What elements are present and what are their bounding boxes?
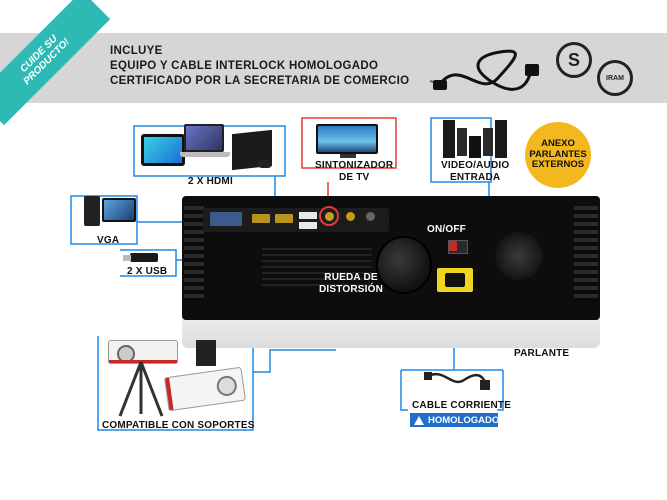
usb-label: 2 X USB: [127, 266, 168, 277]
top-banner: [0, 33, 667, 103]
audio-port[interactable]: [366, 212, 375, 221]
tuner-label: SINTONIZADOR DE TV: [315, 160, 393, 184]
left-vent: [184, 206, 204, 302]
power-cable-label: CABLE CORRIENTE: [412, 400, 512, 411]
label-plate: [262, 248, 372, 290]
right-vent: [574, 206, 598, 302]
hdmi-port-2[interactable]: [275, 214, 293, 223]
seal-iram-text: IRAM: [606, 74, 624, 82]
bubble-line-3: EXTERNOS: [531, 159, 585, 171]
av-input-label: VIDEO/AUDIO ENTRADA: [441, 160, 509, 184]
speaker-grille: [495, 232, 543, 280]
tablet-icon: [141, 134, 185, 166]
distortion-label-1: RUEDA DE: [324, 272, 378, 283]
speaker-label: PARLANTE: [514, 348, 570, 359]
distortion-wheel[interactable]: [376, 236, 432, 294]
av-label-1: VIDEO/AUDIO: [441, 160, 510, 171]
subwoofer-icon: [469, 136, 481, 158]
seal-s-text: S: [567, 49, 580, 70]
power-socket[interactable]: [437, 268, 473, 292]
s-seal-icon: S: [556, 42, 592, 78]
power-switch[interactable]: [448, 240, 468, 254]
includes-text: INCLUYE EQUIPO Y CABLE INTERLOCK HOMOLOG…: [110, 44, 409, 89]
usb-connector: [123, 255, 131, 261]
laptop-icon: [184, 124, 224, 152]
monitor-icon: [102, 198, 136, 222]
mounts-label: COMPATIBLE CON SOPORTES: [102, 420, 255, 431]
vga-label: VGA: [97, 235, 120, 246]
bubble-line-1: ANEXO: [541, 138, 575, 150]
hdmi-port-1[interactable]: [252, 214, 270, 223]
tuner-label-1: SINTONIZADOR: [315, 160, 394, 171]
ceiling-mount-icon: [196, 340, 216, 366]
tripod-icon: [118, 361, 164, 417]
gamepad-icon: [258, 160, 272, 168]
speaker-tower-right-icon: [495, 120, 507, 158]
speaker-tower-left-icon: [443, 120, 455, 158]
av-label-2: ENTRADA: [450, 172, 501, 183]
pc-tower-icon: [84, 196, 100, 226]
certified-text: HOMOLOGADO: [428, 414, 500, 426]
distortion-label: RUEDA DE DISTORSIÓN: [319, 272, 383, 296]
external-speakers-bubble: ANEXO PARLANTES EXTERNOS: [525, 122, 591, 188]
includes-line-1: INCLUYE: [110, 45, 163, 57]
laptop-base: [180, 152, 230, 157]
tuner-label-2: DE TV: [338, 172, 370, 183]
bubble-line-2: PARLANTES: [529, 148, 587, 160]
includes-line-2: EQUIPO Y CABLE INTERLOCK HOMOLOGADO: [110, 60, 379, 72]
warning-icon: [414, 415, 424, 425]
distortion-label-2: DISTORSIÓN: [319, 284, 384, 295]
speaker-small-left-icon: [457, 128, 467, 156]
on-off-label: ON/OFF: [427, 224, 466, 235]
includes-line-3: CERTIFICADO POR LA SECRETARIA DE COMERCI…: [110, 75, 410, 87]
usb-port-1[interactable]: [299, 212, 317, 219]
power-cord-icon: [424, 372, 490, 390]
tv-stand: [340, 154, 356, 158]
hdmi-label: 2 X HDMI: [188, 176, 233, 187]
projector-small-icon: [108, 340, 178, 364]
vga-port[interactable]: [210, 212, 242, 226]
tv-antenna-port[interactable]: [319, 206, 339, 226]
av-port[interactable]: [346, 212, 355, 221]
usb-port-2[interactable]: [299, 222, 317, 229]
iram-seal-icon: IRAM: [597, 60, 633, 96]
certified-badge: HOMOLOGADO: [410, 413, 500, 427]
tv-icon: [316, 124, 378, 154]
power-cable-icon: [430, 49, 539, 91]
usb-stick-icon: [130, 253, 158, 262]
speaker-small-right-icon: [483, 128, 493, 156]
